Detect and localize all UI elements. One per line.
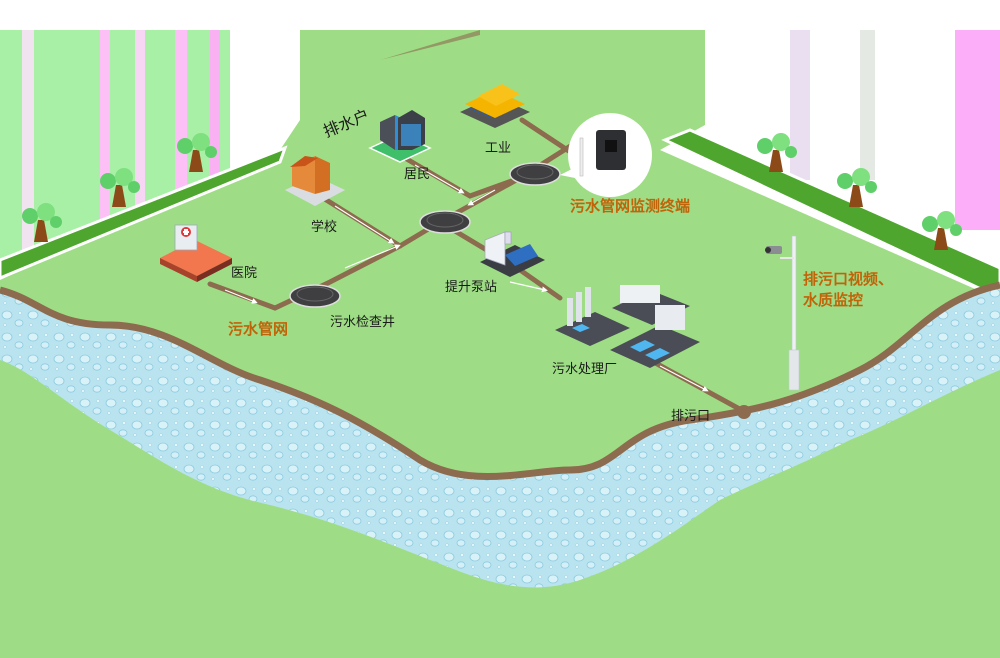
manhole-icon (289, 162, 561, 308)
callout-pipe-network: 污水管网 (228, 320, 289, 338)
treatment-plant-icon (555, 285, 700, 368)
river (0, 285, 1000, 588)
factory-icon (460, 84, 530, 128)
house-icon (285, 156, 345, 206)
riverbank (0, 281, 1000, 480)
label-treatment-plant: 污水处理厂 (552, 362, 618, 377)
camera-pole-icon (765, 235, 800, 391)
label-hospital: 医院 (231, 266, 258, 281)
label-industry: 工业 (485, 141, 512, 156)
pump-station-icon (480, 231, 545, 277)
grass-plateau (0, 30, 1000, 658)
label-school: 学校 (311, 220, 338, 235)
label-inspection-well: 污水检查井 (330, 315, 396, 330)
hedge-left (0, 145, 288, 280)
outfall-point (737, 405, 751, 419)
callout-outfall-video-1: 排污口视频、 (803, 270, 894, 288)
label-residents: 居民 (404, 167, 431, 182)
callout-monitoring-terminal: 污水管网监测终端 (570, 197, 691, 215)
callout-outfall-video-2: 水质监控 (803, 291, 864, 309)
apartment-icon (368, 110, 432, 163)
monitor-device-icon (560, 113, 652, 197)
label-outfall: 排污口 (671, 409, 711, 424)
hospital-icon (160, 224, 232, 282)
hedge-right (661, 128, 1000, 300)
label-pump-station: 提升泵站 (445, 280, 498, 295)
tree-icon (22, 133, 962, 250)
